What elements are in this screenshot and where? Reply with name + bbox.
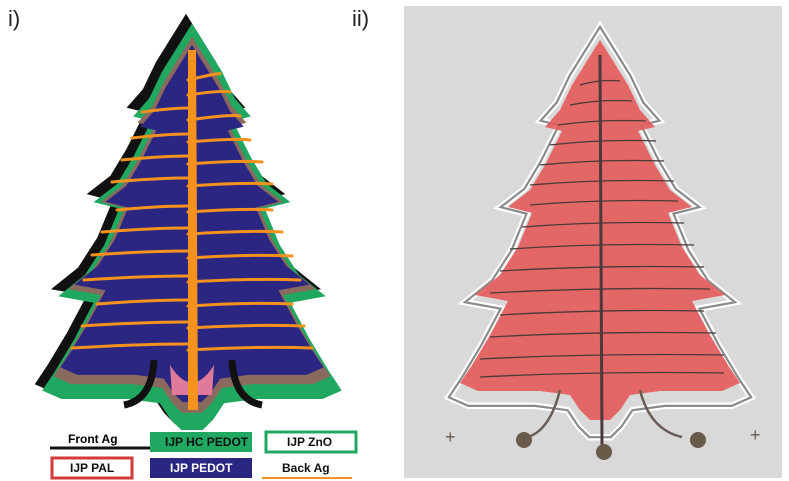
legend: Front Ag IJP HC PEDOT IJP ZnO IJP PAL IJ… (50, 432, 356, 478)
photo-leg-left (528, 390, 560, 437)
photo-plus-right: + (750, 425, 761, 445)
legend-pal: IJP PAL (70, 461, 114, 475)
photo-plus-left: + (445, 427, 456, 447)
photo-trunk (600, 55, 602, 445)
photo-contact-left (516, 432, 532, 448)
photo-contact-center (596, 444, 612, 460)
photo-contact-right (690, 432, 706, 448)
photo-leg-right (640, 390, 682, 437)
photo-tree: + + (445, 27, 761, 460)
legend-front-ag: Front Ag (68, 432, 118, 446)
legend-back-ag: Back Ag (282, 461, 330, 475)
schematic-tree (35, 14, 342, 430)
legend-hc-pedot: IJP HC PEDOT (165, 435, 249, 449)
legend-pedot: IJP PEDOT (170, 461, 233, 475)
legend-zno: IJP ZnO (287, 435, 332, 449)
